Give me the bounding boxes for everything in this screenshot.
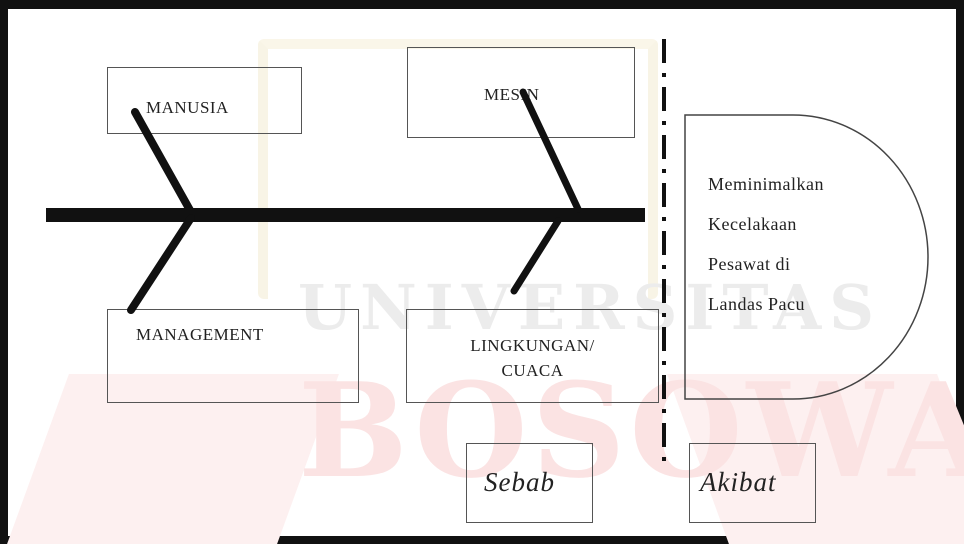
cause-label-lingkungan-line2: CUACA (501, 361, 564, 380)
cause-label-manusia: MANUSIA (146, 98, 229, 117)
cause-box-manusia (107, 67, 302, 134)
effect-label-line1: Meminimalkan (708, 174, 824, 194)
legend-box-sebab (466, 443, 593, 523)
effect-label: Meminimalkan Kecelakaan Pesawat di Landa… (708, 169, 824, 329)
rib-lingkungan (510, 217, 562, 295)
rib-manusia (131, 108, 195, 216)
legend-box-akibat (689, 443, 816, 523)
rib-mesin (519, 88, 582, 213)
effect-head-shape (684, 114, 929, 400)
watermark-seal (258, 39, 658, 299)
legend-label-sebab: Sebab (484, 467, 555, 497)
legend-label-akibat: Akibat (700, 467, 777, 497)
fishbone-lines (46, 39, 929, 464)
cause-label-management: MANAGEMENT (136, 325, 264, 344)
cause-label-lingkungan: LINGKUNGAN/ CUACA (406, 333, 659, 383)
effect-label-line4: Landas Pacu (708, 294, 805, 314)
rib-management (127, 214, 195, 314)
cause-label-lingkungan-line1: LINGKUNGAN/ (470, 336, 595, 355)
effect-label-line2: Kecelakaan (708, 214, 797, 234)
cause-box-lingkungan (406, 309, 659, 403)
cause-box-mesin (407, 47, 635, 138)
effect-label-line3: Pesawat di (708, 254, 791, 274)
cause-box-management (107, 309, 359, 403)
